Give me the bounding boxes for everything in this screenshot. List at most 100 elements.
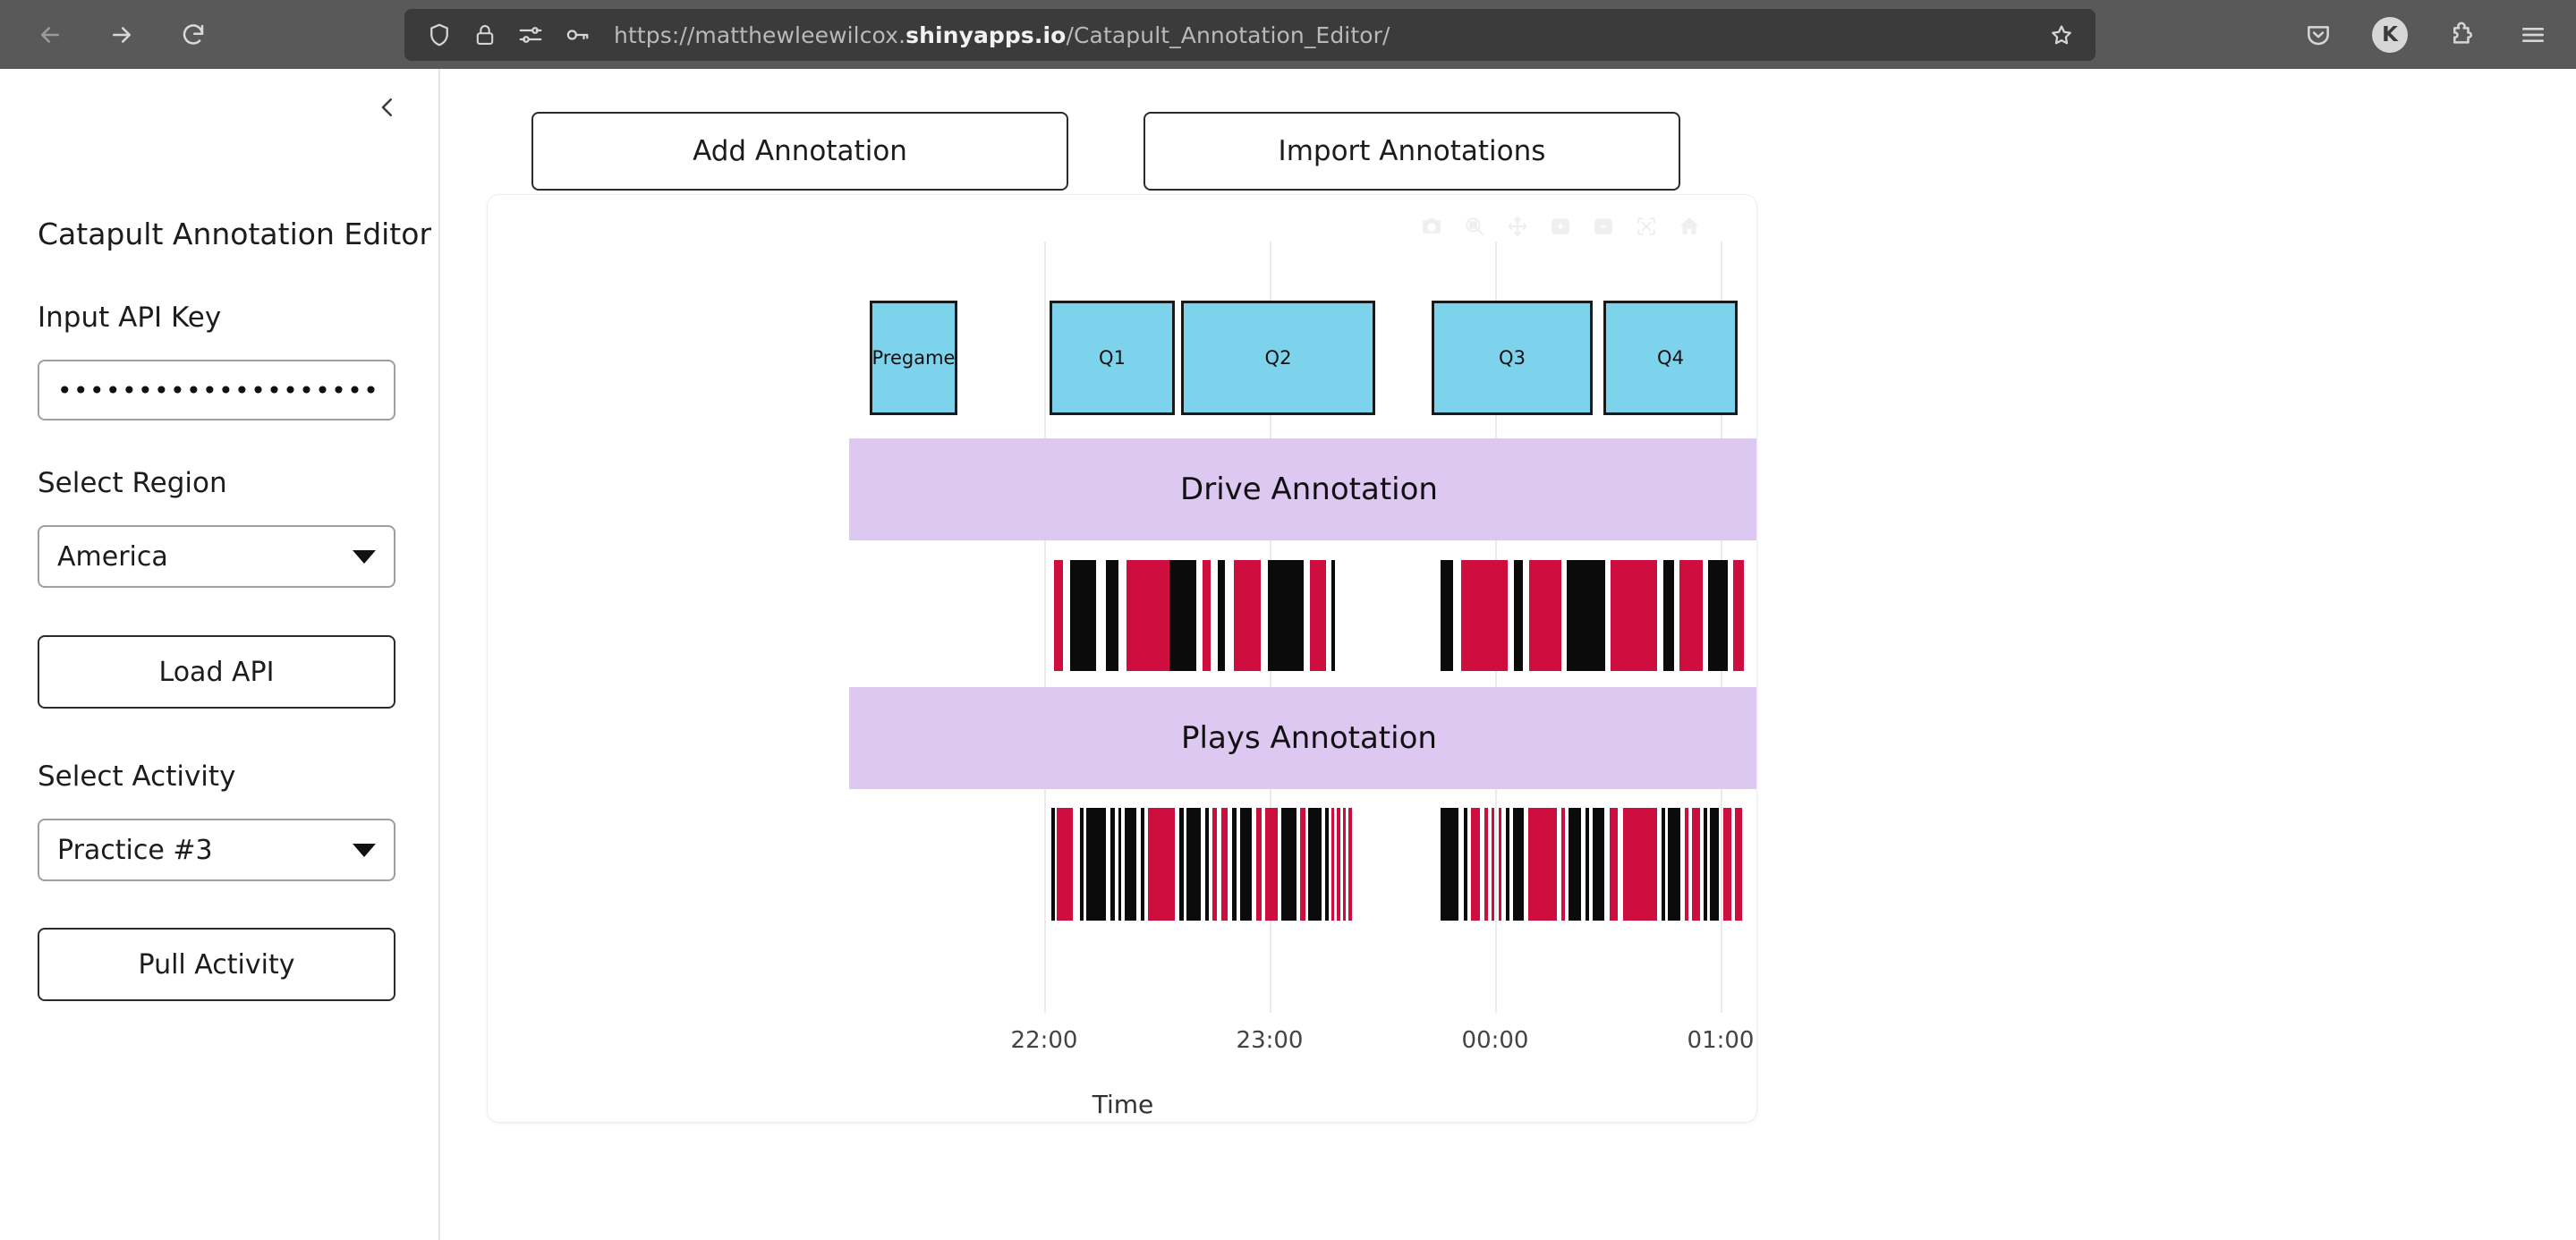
account-avatar[interactable]: K <box>2368 13 2411 56</box>
stripe-segment[interactable] <box>1461 560 1508 671</box>
padlock-icon[interactable] <box>472 22 497 47</box>
stripe-segment[interactable] <box>1441 808 1458 921</box>
stripe-segment[interactable] <box>1325 808 1329 921</box>
drive-annotation-band[interactable]: Drive Annotation <box>849 438 1756 540</box>
stripe-segment[interactable] <box>1735 808 1742 921</box>
add-annotation-button[interactable]: Add Annotation <box>531 112 1068 191</box>
stripe-segment[interactable] <box>1232 808 1237 921</box>
stripe-segment[interactable] <box>1692 808 1700 921</box>
hamburger-menu-icon[interactable] <box>2512 13 2555 56</box>
stripe-segment[interactable] <box>1125 808 1136 921</box>
puzzle-piece-icon[interactable] <box>2440 13 2483 56</box>
drive-stripes[interactable] <box>849 560 1756 671</box>
stripe-segment[interactable] <box>1623 808 1657 921</box>
period-block[interactable]: Pregame <box>870 301 957 415</box>
stripe-segment[interactable] <box>1569 808 1581 921</box>
stripe-segment[interactable] <box>1057 808 1073 921</box>
key-icon[interactable] <box>564 21 591 48</box>
stripe-segment[interactable] <box>1240 808 1252 921</box>
stripe-segment[interactable] <box>1484 808 1488 921</box>
plotly-modebar[interactable] <box>1420 215 1701 238</box>
stripe-segment[interactable] <box>1054 560 1063 671</box>
forward-button[interactable] <box>97 10 147 60</box>
stripe-segment[interactable] <box>1205 808 1209 921</box>
stripe-segment[interactable] <box>1086 808 1106 921</box>
api-key-input[interactable] <box>38 360 395 420</box>
stripe-segment[interactable] <box>1203 560 1211 671</box>
stripe-segment[interactable] <box>1310 560 1326 671</box>
stripe-segment[interactable] <box>1300 808 1305 921</box>
reload-button[interactable] <box>168 10 218 60</box>
stripe-segment[interactable] <box>1685 808 1688 921</box>
stripe-segment[interactable] <box>1710 808 1719 921</box>
stripe-segment[interactable] <box>1662 808 1665 921</box>
stripe-segment[interactable] <box>1148 808 1175 921</box>
stripe-segment[interactable] <box>1080 808 1084 921</box>
stripe-segment[interactable] <box>1679 560 1703 671</box>
stripe-segment[interactable] <box>1513 808 1524 921</box>
url-bar[interactable]: https://matthewleewilcox.shinyapps.io/Ca… <box>404 9 2096 61</box>
stripe-segment[interactable] <box>1343 808 1346 921</box>
stripe-segment[interactable] <box>1348 808 1352 921</box>
back-button[interactable] <box>25 10 75 60</box>
stripe-segment[interactable] <box>1337 808 1340 921</box>
stripe-segment[interactable] <box>1593 808 1604 921</box>
stripe-segment[interactable] <box>1668 808 1680 921</box>
stripe-segment[interactable] <box>1610 808 1618 921</box>
stripe-segment[interactable] <box>1704 808 1707 921</box>
stripe-segment[interactable] <box>1567 560 1605 671</box>
stripe-segment[interactable] <box>1234 560 1261 671</box>
stripe-segment[interactable] <box>1464 808 1467 921</box>
sliders-icon[interactable] <box>517 21 544 48</box>
period-block[interactable]: Q1 <box>1050 301 1175 415</box>
stripe-segment[interactable] <box>1141 808 1144 921</box>
shield-icon[interactable] <box>426 21 453 48</box>
load-api-button[interactable]: Load API <box>38 635 395 709</box>
stripe-segment[interactable] <box>1733 560 1744 671</box>
pull-activity-button[interactable]: Pull Activity <box>38 928 395 1001</box>
url-text[interactable]: https://matthewleewilcox.shinyapps.io/Ca… <box>614 22 1390 48</box>
stripe-segment[interactable] <box>1723 808 1731 921</box>
stripe-segment[interactable] <box>1218 560 1225 671</box>
stripe-segment[interactable] <box>1281 808 1297 921</box>
star-icon[interactable] <box>2044 17 2079 53</box>
pocket-icon[interactable] <box>2297 13 2340 56</box>
stripe-segment[interactable] <box>1331 808 1334 921</box>
stripe-segment[interactable] <box>1118 808 1121 921</box>
stripe-segment[interactable] <box>1586 808 1589 921</box>
stripe-segment[interactable] <box>1106 560 1118 671</box>
plays-stripes[interactable] <box>849 808 1756 921</box>
stripe-segment[interactable] <box>1221 808 1228 921</box>
stripe-segment[interactable] <box>1499 808 1501 921</box>
stripe-segment[interactable] <box>1126 560 1169 671</box>
chevron-left-icon[interactable] <box>367 87 408 128</box>
stripe-segment[interactable] <box>1529 560 1561 671</box>
stripe-segment[interactable] <box>1708 560 1728 671</box>
plays-annotation-band[interactable]: Plays Annotation <box>849 687 1756 789</box>
import-annotations-button[interactable]: Import Annotations <box>1143 112 1680 191</box>
region-select[interactable]: America <box>38 525 395 588</box>
stripe-segment[interactable] <box>1070 560 1096 671</box>
stripe-segment[interactable] <box>1514 560 1523 671</box>
stripe-segment[interactable] <box>1169 560 1196 671</box>
stripe-segment[interactable] <box>1268 560 1304 671</box>
stripe-segment[interactable] <box>1663 560 1674 671</box>
stripe-segment[interactable] <box>1179 808 1184 921</box>
stripe-segment[interactable] <box>1308 808 1322 921</box>
stripe-segment[interactable] <box>1331 560 1335 671</box>
period-block[interactable]: Q3 <box>1432 301 1593 415</box>
period-block[interactable]: Q2 <box>1181 301 1375 415</box>
stripe-segment[interactable] <box>1051 808 1055 921</box>
stripe-segment[interactable] <box>1256 808 1262 921</box>
stripe-segment[interactable] <box>1492 808 1494 921</box>
stripe-segment[interactable] <box>1212 808 1217 921</box>
stripe-segment[interactable] <box>1506 808 1509 921</box>
stripe-segment[interactable] <box>1561 808 1565 921</box>
stripe-segment[interactable] <box>1471 808 1480 921</box>
activity-select[interactable]: Practice #3 <box>38 819 395 881</box>
stripe-segment[interactable] <box>1611 560 1657 671</box>
stripe-segment[interactable] <box>1528 808 1557 921</box>
stripe-segment[interactable] <box>1441 560 1453 671</box>
stripe-segment[interactable] <box>1186 808 1201 921</box>
